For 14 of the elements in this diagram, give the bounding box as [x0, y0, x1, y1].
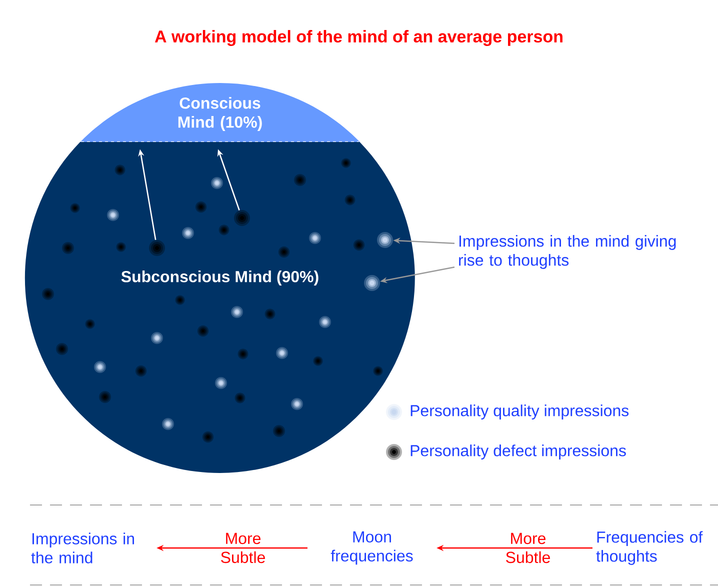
conscious-mind-cap: Conscious Mind (10%) — [80, 82, 360, 143]
impression-dot — [364, 275, 380, 291]
legend-label: Personality quality impressions — [410, 404, 629, 420]
title: A working model of the mind of an average person — [154, 30, 562, 46]
legend-label: Personality defect impressions — [410, 444, 626, 460]
annotation-text: Impressions in the mind giving rise to thoughts — [459, 235, 676, 269]
impression-dot — [377, 232, 393, 248]
stage-text: Impressions in the mind — [31, 532, 134, 564]
edge-label: More Subtle — [498, 530, 558, 566]
edge-label: More Subtle — [214, 530, 272, 566]
stage-text: Moon frequencies — [330, 531, 413, 565]
impression-dot — [149, 240, 165, 256]
stage-text: Frequencies of thoughts — [596, 531, 703, 565]
impression-dot — [234, 210, 250, 226]
